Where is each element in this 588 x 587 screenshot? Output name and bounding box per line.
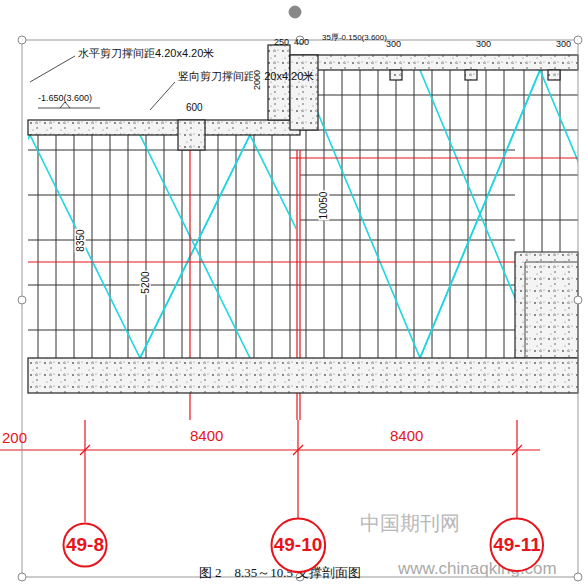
scaffold-tube (38, 135, 39, 358)
scaffold-tube (450, 70, 451, 358)
axis-dimension: 200 (2, 430, 27, 447)
scaffold-tube (300, 220, 578, 221)
scaffold-tube (28, 240, 515, 241)
scaffold-tube (486, 70, 487, 358)
dimension: 10050 (319, 190, 330, 220)
dimension: 300 (386, 40, 401, 50)
scaffold-tube (110, 135, 111, 358)
scaffold-tube (200, 135, 201, 358)
elevation: -1.650(3.600) (38, 94, 92, 104)
scaffold-tube (146, 135, 147, 358)
scaffold-tube (542, 70, 543, 252)
scaffold-tube (396, 70, 397, 358)
scaffold-tube (342, 70, 343, 358)
note: 水平剪刀撑间距4.20x4.20米 (78, 47, 214, 59)
scaffold-tube (432, 70, 433, 358)
scaffold-tube (414, 70, 415, 358)
axis-dimension: 8400 (190, 428, 223, 445)
scaffold-tube (300, 95, 578, 96)
scaffold-tube (504, 70, 505, 358)
scaffold-tube (140, 135, 250, 358)
scaffold-tube (254, 135, 255, 358)
scaffold-tube (56, 135, 57, 358)
note: 竖向剪刀撑间距4.20x4.20米 (178, 70, 314, 82)
scaffold-tube (300, 175, 578, 176)
scaffold-tube (92, 135, 93, 358)
dimension: 600 (186, 102, 203, 113)
scaffold-tube (30, 135, 140, 358)
scaffold-tube (140, 135, 250, 358)
scaffold-tube (28, 330, 515, 331)
elevation: 35厚-0.150(3.600) (322, 34, 387, 43)
scaffold-tube (300, 130, 578, 131)
dimension: 300 (476, 40, 491, 50)
scaffold-tube (140, 135, 250, 358)
scaffold-tube (290, 135, 291, 358)
scaffold-tube (524, 70, 525, 252)
dimension: 5200 (140, 270, 151, 294)
scaffold-tube (28, 285, 515, 286)
figure-caption: 图 2 8.35～10.5 支撑剖面图 (199, 566, 362, 580)
scaffold-tube (28, 150, 515, 151)
scaffold-tube (236, 135, 237, 358)
axis-number: 49-8 (66, 534, 104, 556)
scaffold-tube (378, 70, 379, 358)
dimension: 300 (556, 40, 571, 50)
scaffold-tube (272, 135, 273, 358)
axis-number: 49-10 (274, 534, 323, 556)
axis-number: 49-11 (493, 534, 541, 556)
scaffold-tube (28, 135, 30, 358)
axis-dimension: 8400 (390, 428, 423, 445)
axis-bubble: 49-11 (489, 517, 545, 573)
axis-bubble: 49-10 (270, 517, 327, 574)
scaffold-tube (468, 70, 469, 358)
dimension: 2000 (253, 69, 263, 91)
watermark: 中国期刊网 (360, 512, 460, 534)
scaffold-tube (218, 135, 219, 358)
scaffold-tube (182, 135, 183, 358)
scaffold-tube (28, 195, 515, 196)
dimension: 250 (274, 38, 289, 48)
scaffold-tube (164, 135, 165, 358)
axis-bubble: 49-8 (62, 522, 108, 568)
scaffold-tube (560, 70, 561, 252)
scaffold-tube (250, 135, 296, 358)
dimension: 400 (294, 38, 309, 48)
dimension: 8350 (75, 228, 86, 252)
scaffold-tube (128, 135, 129, 358)
